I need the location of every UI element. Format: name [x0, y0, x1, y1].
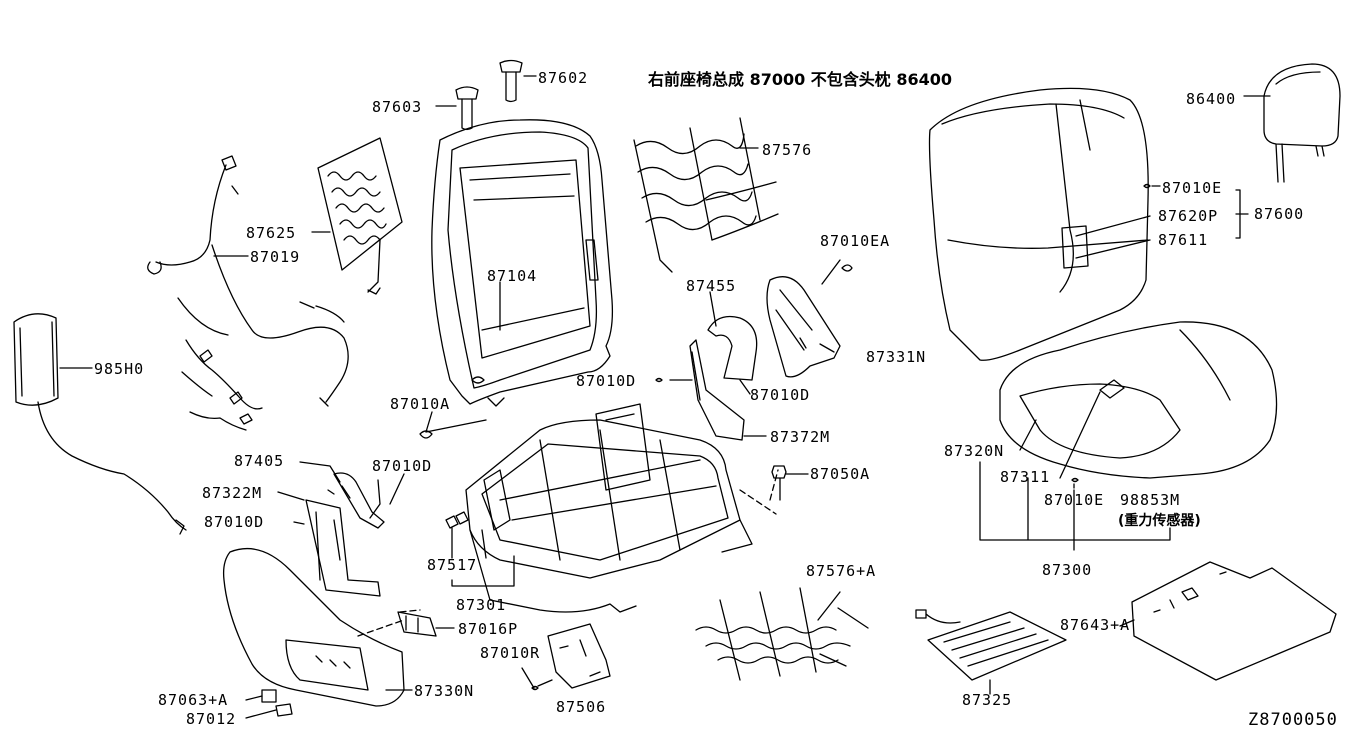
part-label-87010E[interactable]: 87010E	[1162, 179, 1223, 197]
dashed-guide-lines	[358, 470, 778, 636]
part-label-87405[interactable]: 87405	[234, 452, 285, 470]
part-label-87325[interactable]: 87325	[962, 691, 1013, 709]
part-label-87322M[interactable]: 87322M	[202, 484, 263, 502]
side-finisher-87330N	[224, 549, 404, 706]
part-label-87311[interactable]: 87311	[1000, 468, 1051, 486]
part-label-87600[interactable]: 87600	[1254, 205, 1305, 223]
part-label-87300[interactable]: 87300	[1042, 561, 1093, 579]
headrest-guide-87602	[500, 61, 522, 102]
part-label-87016P[interactable]: 87016P	[458, 620, 519, 638]
part-label-87010D[interactable]: 87010D	[750, 386, 811, 404]
part-label-87010R[interactable]: 87010R	[480, 644, 541, 662]
bracket-87322M	[306, 500, 380, 596]
side-cover-87331N	[767, 265, 852, 377]
knob-87063A	[262, 690, 276, 702]
part-label-87010D[interactable]: 87010D	[372, 457, 433, 475]
part-label-87517[interactable]: 87517	[427, 556, 478, 574]
switch-87016P	[398, 612, 436, 636]
part-label-87104[interactable]: 87104	[487, 267, 538, 285]
part-label-87010E[interactable]: 87010E	[1044, 491, 1105, 509]
seatback-heater-87625	[318, 138, 402, 294]
part-label-87050A[interactable]: 87050A	[810, 465, 871, 483]
leader-lines	[60, 76, 1270, 718]
cushion-heater-87325	[916, 610, 1066, 680]
part-label-87320N[interactable]: 87320N	[944, 442, 1005, 460]
wire-harness-87019	[148, 156, 348, 430]
part-label-87643A[interactable]: 87643+A	[1060, 616, 1131, 634]
seatback-springs-87576	[634, 118, 778, 272]
part-label-87012[interactable]: 87012	[186, 710, 237, 728]
cushion-cover	[1000, 322, 1277, 478]
weight-sensor-note: (重力传感器)	[1118, 513, 1201, 529]
diagram-title: 右前座椅总成 87000 不包含头枕 86400	[648, 70, 953, 89]
bolts-group	[420, 185, 1150, 529]
recliner-87405	[328, 473, 384, 528]
part-label-87602[interactable]: 87602	[538, 69, 589, 87]
side-airbag-985H0	[14, 314, 186, 534]
cushion-frame-87301	[466, 404, 752, 612]
part-label-86400[interactable]: 86400	[1186, 90, 1237, 108]
part-label-87620P[interactable]: 87620P	[1158, 207, 1219, 225]
part-label-87372M[interactable]: 87372M	[770, 428, 831, 446]
part-label-87331N[interactable]: 87331N	[866, 348, 927, 366]
part-label-87019[interactable]: 87019	[250, 248, 301, 266]
trim-87372M	[690, 340, 744, 440]
part-label-87010A[interactable]: 87010A	[390, 395, 451, 413]
part-label-87330N[interactable]: 87330N	[414, 682, 475, 700]
part-label-985H0[interactable]: 985H0	[94, 360, 145, 378]
bracket-87455	[708, 317, 757, 381]
cushion-springs-87576A	[696, 588, 868, 680]
part-label-98853M[interactable]: 98853M	[1120, 491, 1181, 509]
part-label-87010D[interactable]: 87010D	[576, 372, 637, 390]
part-label-87576[interactable]: 87576	[762, 141, 813, 159]
part-label-87625[interactable]: 87625	[246, 224, 297, 242]
part-label-87455[interactable]: 87455	[686, 277, 737, 295]
part-label-87603[interactable]: 87603	[372, 98, 423, 116]
knob-87012	[276, 704, 292, 716]
part-label-87576A[interactable]: 87576+A	[806, 562, 877, 580]
part-label-87301[interactable]: 87301	[456, 596, 507, 614]
part-label-87010EA[interactable]: 87010EA	[820, 232, 891, 250]
part-label-87611[interactable]: 87611	[1158, 231, 1209, 249]
part-label-87010D[interactable]: 87010D	[204, 513, 265, 531]
seatback-frame-87104	[432, 120, 613, 406]
bracket-87506	[532, 624, 610, 690]
part-label-87506[interactable]: 87506	[556, 698, 607, 716]
part-label-87063A[interactable]: 87063+A	[158, 691, 229, 709]
headrest-guide-87603	[456, 87, 478, 130]
diagram-code: Z8700050	[1248, 710, 1338, 730]
sensor-mat-87643A	[1132, 562, 1336, 680]
headrest-86400	[1264, 64, 1340, 182]
seatback-cover	[930, 88, 1149, 360]
